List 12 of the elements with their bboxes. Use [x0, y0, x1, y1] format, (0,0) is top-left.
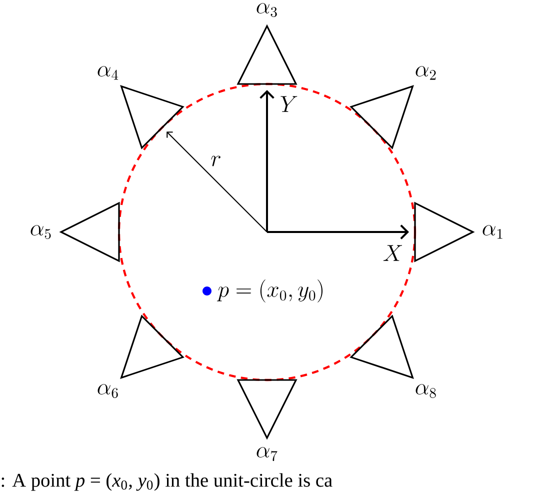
triangle-label: $\alpha_1$ — [482, 225, 502, 239]
axis-label: $r$ — [211, 156, 220, 166]
triangle-label: $\alpha_6$ — [98, 384, 118, 398]
triangle-label: $\alpha_2$ — [416, 66, 436, 80]
point-label: $p = (x_0, y_0)$ — [217, 280, 322, 303]
caption: : A point p = (x$_{0}$, y$_{0}$) in the unit-circle is ca — [2, 473, 332, 491]
triangle-label: $\alpha_7$ — [256, 447, 278, 461]
triangle-label: $\alpha_3$ — [256, 3, 277, 17]
triangle-label: $\alpha_5$ — [30, 225, 51, 239]
triangle-label: $\alpha_4$ — [98, 66, 118, 80]
triangle-label: $\alpha_8$ — [416, 384, 436, 398]
axis-label: $X$ — [383, 245, 402, 261]
